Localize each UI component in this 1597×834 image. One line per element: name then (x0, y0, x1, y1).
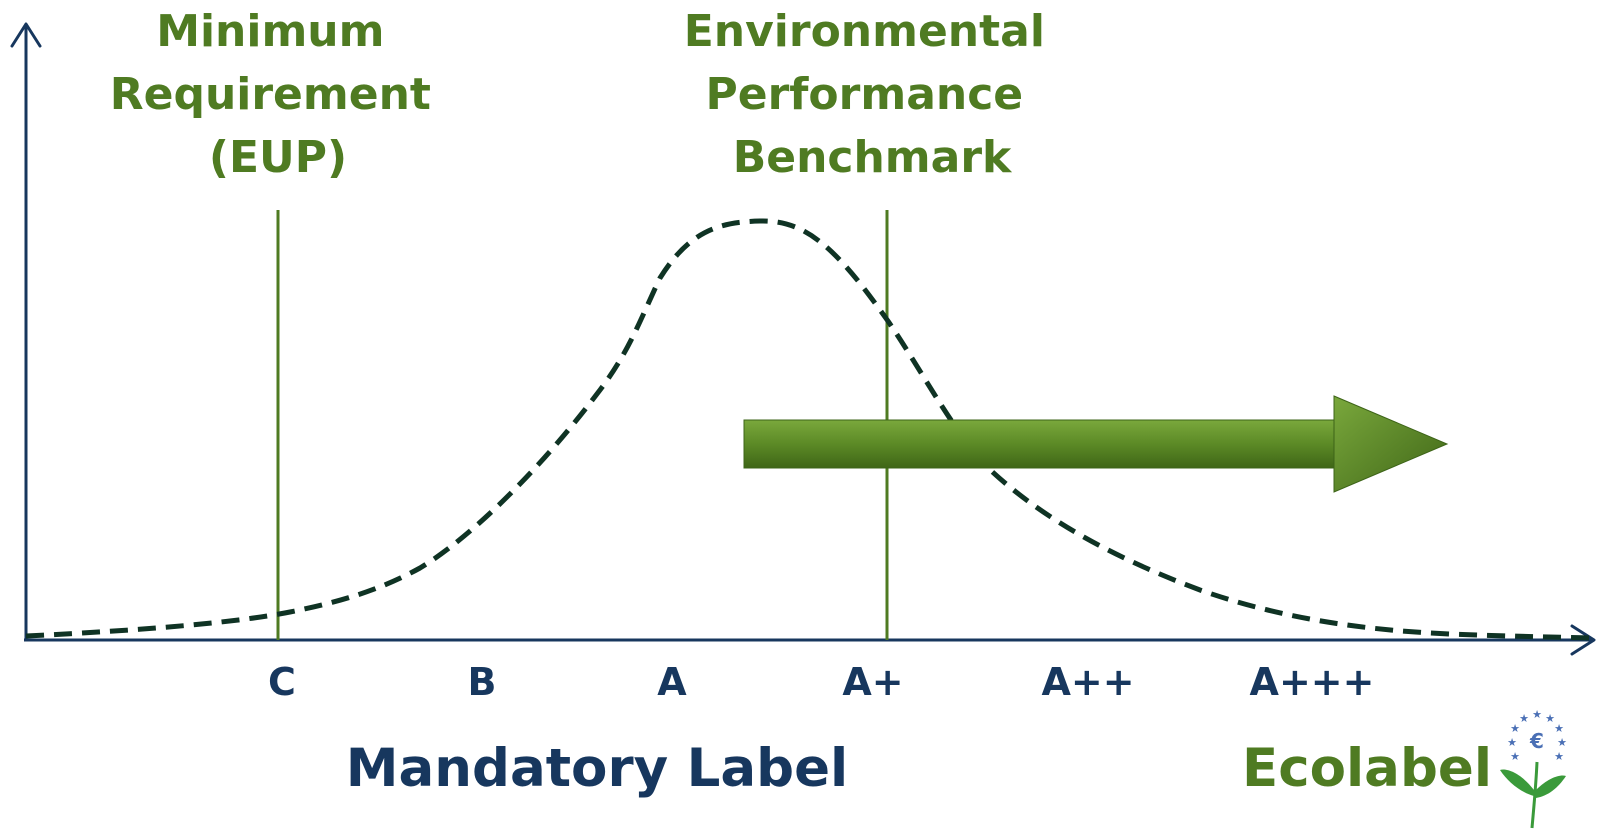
minimum-requirement-title: Minimum Requirement (EUP) (110, 6, 447, 183)
minimum-requirement-line-3: (EUP) (209, 132, 347, 183)
x-axis (24, 624, 1596, 656)
svg-text:★: ★ (1554, 722, 1564, 735)
svg-text:★: ★ (1554, 750, 1564, 763)
svg-text:★: ★ (1532, 708, 1542, 721)
category-c: C (268, 660, 296, 704)
svg-text:★: ★ (1519, 712, 1529, 725)
benchmark-line-3: Benchmark (733, 132, 1013, 183)
svg-text:★: ★ (1557, 736, 1567, 749)
y-axis (10, 22, 42, 640)
svg-text:★: ★ (1507, 736, 1517, 749)
minimum-requirement-line-2: Requirement (110, 69, 431, 120)
svg-text:★: ★ (1545, 712, 1555, 725)
mandatory-label-text: Mandatory Label (346, 738, 848, 799)
category-a-plus: A+ (842, 660, 903, 704)
minimum-requirement-line-1: Minimum (156, 6, 384, 57)
category-b: B (468, 660, 497, 704)
category-a: A (657, 660, 687, 704)
ecolabel-text: Ecolabel (1242, 738, 1492, 799)
svg-text:★: ★ (1510, 750, 1520, 763)
benchmark-title: Environmental Performance Benchmark (684, 6, 1061, 183)
eu-ecolabel-flower-icon: ★ ★ ★ ★ ★ ★ ★ ★ ★ € (1500, 708, 1567, 829)
svg-text:★: ★ (1510, 722, 1520, 735)
benchmark-line-2: Performance (706, 69, 1024, 120)
category-a-plus-plus: A++ (1041, 660, 1134, 704)
benchmark-line-1: Environmental (684, 6, 1045, 57)
distribution-curve (25, 218, 1593, 641)
svg-text:€: € (1529, 729, 1544, 753)
improvement-arrow (743, 395, 1449, 493)
category-a-plus-plus-plus: A+++ (1250, 660, 1375, 704)
